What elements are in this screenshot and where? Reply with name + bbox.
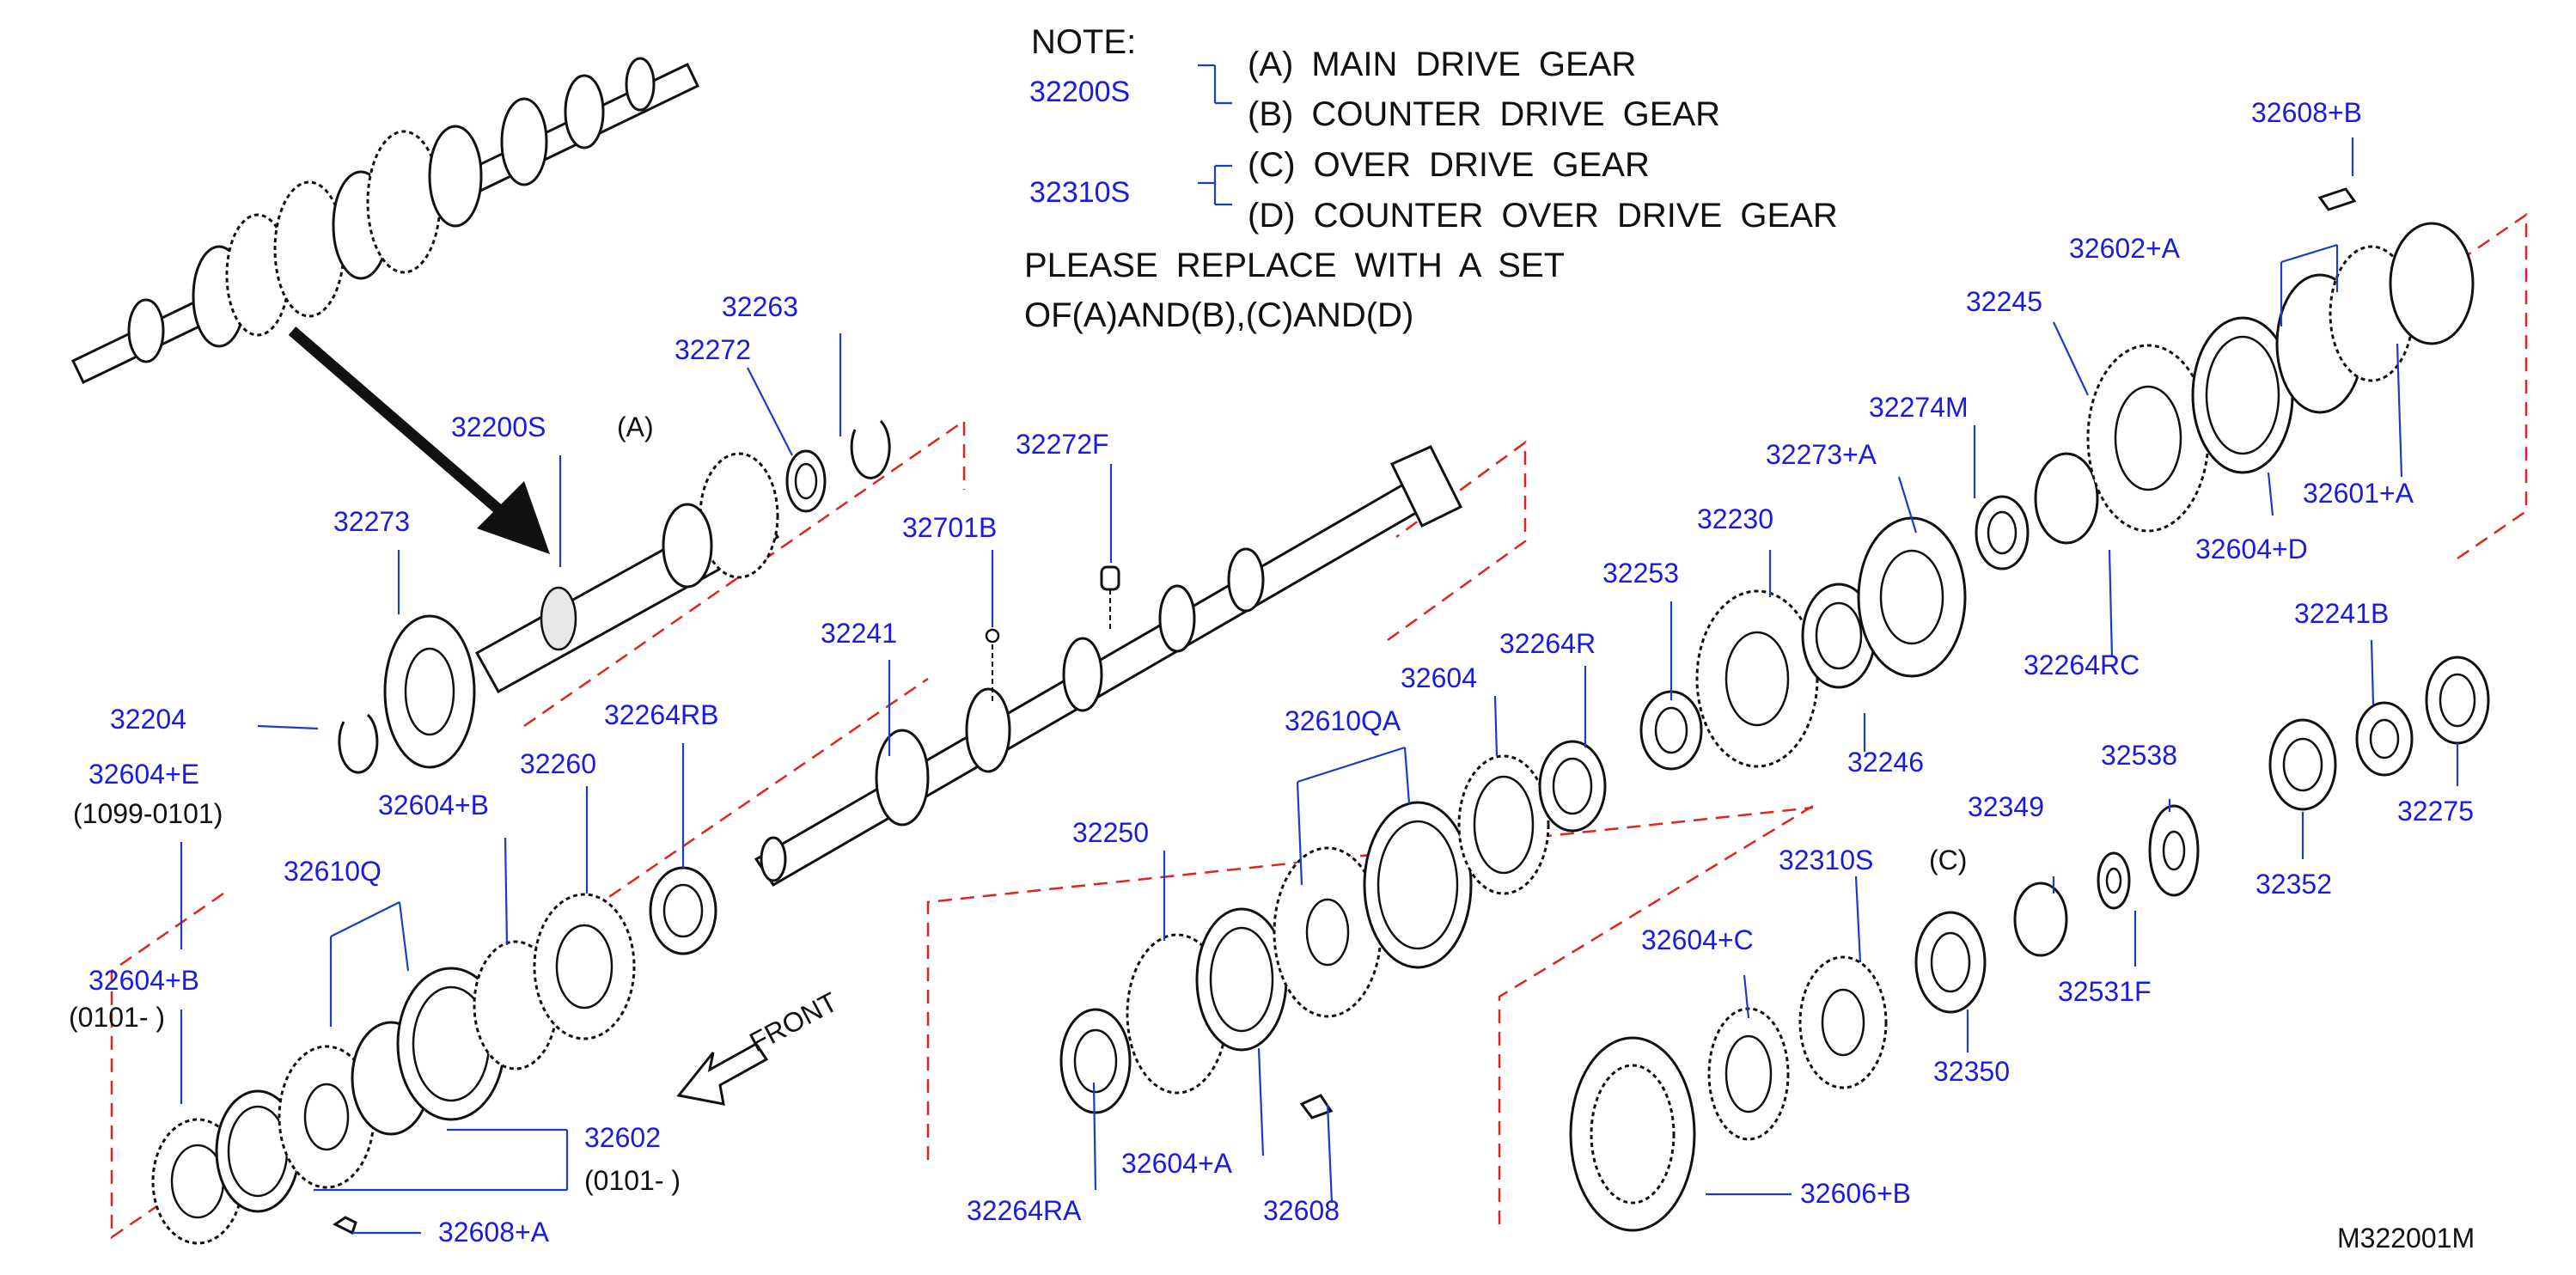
part-label-32604D: 32604+D bbox=[2195, 534, 2308, 564]
part-label-32253: 32253 bbox=[1602, 558, 1679, 589]
part-label-32601A: 32601+A bbox=[2303, 478, 2414, 509]
part-label-32604B-upper: 32604+B bbox=[378, 790, 489, 821]
date-range-2: (0101- ) bbox=[69, 1002, 165, 1033]
part-label-32264RC: 32264RC bbox=[2024, 650, 2140, 680]
part-label-32604B-lower: 32604+B bbox=[89, 965, 199, 996]
date-range-1: (1099-0101) bbox=[73, 798, 223, 829]
front-arrow bbox=[676, 1042, 769, 1106]
part-label-32260: 32260 bbox=[520, 748, 596, 779]
note-line-1: PLEASE REPLACE WITH A SET bbox=[1024, 247, 1565, 284]
part-label-32608B: 32608+B bbox=[2251, 97, 2362, 128]
reference-mainshaft-drawing bbox=[70, 57, 700, 385]
front-label: FRONT bbox=[744, 986, 842, 1058]
part-label-32263: 32263 bbox=[722, 291, 798, 322]
figure-code: M322001M bbox=[2337, 1223, 2475, 1254]
part-label-32701B: 32701B bbox=[902, 512, 997, 543]
part-label-32272F: 32272F bbox=[1016, 429, 1109, 460]
part-label-32200S: 32200S bbox=[451, 412, 546, 442]
part-label-32273A: 32273+A bbox=[1766, 439, 1877, 470]
part-label-32602: 32602 bbox=[584, 1122, 661, 1153]
part-label-32275: 32275 bbox=[2397, 796, 2474, 827]
part-label-32264RB: 32264RB bbox=[604, 699, 718, 730]
main-drive-gear-assembly bbox=[338, 419, 891, 774]
marker-a: (A) bbox=[617, 412, 654, 442]
part-label-32230: 32230 bbox=[1697, 503, 1773, 534]
part-label-32604C: 32604+C bbox=[1641, 924, 1754, 955]
part-label-32604A: 32604+A bbox=[1121, 1148, 1233, 1179]
part-label-32272: 32272 bbox=[675, 334, 751, 365]
part-label-32264RA: 32264RA bbox=[967, 1195, 1082, 1226]
part-labels: 32263 32272 32200S 32273 32204 32604+E 3… bbox=[89, 97, 2474, 1248]
markers: (A) (C) FRONT (1099-0101) (0101- ) (0101… bbox=[69, 412, 2475, 1254]
part-label-32274M: 32274M bbox=[1869, 392, 1969, 423]
note-code-32310S: 32310S bbox=[1029, 176, 1130, 209]
note-title: NOTE: bbox=[1031, 23, 1136, 61]
note-item-a: (A) MAIN DRIVE GEAR bbox=[1248, 46, 1636, 83]
part-label-32610Q: 32610Q bbox=[284, 856, 382, 887]
mainshaft bbox=[754, 445, 1463, 888]
marker-c: (C) bbox=[1929, 845, 1967, 875]
lower-right-gear-stack bbox=[1569, 804, 2200, 1232]
part-label-32350: 32350 bbox=[1933, 1056, 2010, 1087]
part-label-32250: 32250 bbox=[1072, 817, 1149, 848]
part-label-32245: 32245 bbox=[1966, 286, 2042, 317]
part-label-32610QA: 32610QA bbox=[1285, 705, 1401, 736]
center-gear-stack bbox=[1059, 740, 1607, 1119]
part-label-32349: 32349 bbox=[1968, 791, 2044, 822]
note-item-d: (D) COUNTER OVER DRIVE GEAR bbox=[1248, 197, 1838, 235]
leader-lines bbox=[180, 64, 2459, 1235]
part-label-32604E: 32604+E bbox=[89, 759, 199, 790]
exploded-view-arrow bbox=[288, 326, 550, 554]
part-label-32604: 32604 bbox=[1401, 662, 1477, 693]
part-label-32531F: 32531F bbox=[2058, 976, 2152, 1007]
part-label-32352: 32352 bbox=[2256, 869, 2332, 900]
part-label-32241: 32241 bbox=[821, 618, 897, 649]
part-label-32264R: 32264R bbox=[1499, 628, 1596, 659]
part-label-32310S: 32310S bbox=[1779, 845, 1873, 875]
date-range-3: (0101- ) bbox=[584, 1165, 681, 1196]
part-label-32608: 32608 bbox=[1263, 1195, 1340, 1226]
part-label-32608A: 32608+A bbox=[438, 1217, 550, 1248]
part-label-32606B: 32606+B bbox=[1800, 1178, 1911, 1209]
part-label-32273: 32273 bbox=[333, 506, 410, 537]
note-code-32200S: 32200S bbox=[1029, 76, 1130, 108]
upper-right-gear-stack bbox=[1639, 187, 2475, 771]
part-label-32204: 32204 bbox=[110, 704, 186, 735]
left-gear-stack bbox=[151, 866, 717, 1245]
note-item-b: (B) COUNTER DRIVE GEAR bbox=[1248, 95, 1720, 133]
part-label-32602A: 32602+A bbox=[2069, 233, 2181, 264]
part-label-32246: 32246 bbox=[1847, 747, 1924, 778]
note-block: NOTE: 32200S (A) MAIN DRIVE GEAR (B) COU… bbox=[1024, 23, 1838, 334]
part-label-32538: 32538 bbox=[2101, 740, 2177, 771]
part-label-32241B: 32241B bbox=[2294, 598, 2389, 629]
note-line-2: OF(A)AND(B),(C)AND(D) bbox=[1024, 296, 1413, 334]
far-right-small-parts bbox=[2268, 656, 2490, 811]
note-item-c: (C) OVER DRIVE GEAR bbox=[1248, 146, 1650, 184]
